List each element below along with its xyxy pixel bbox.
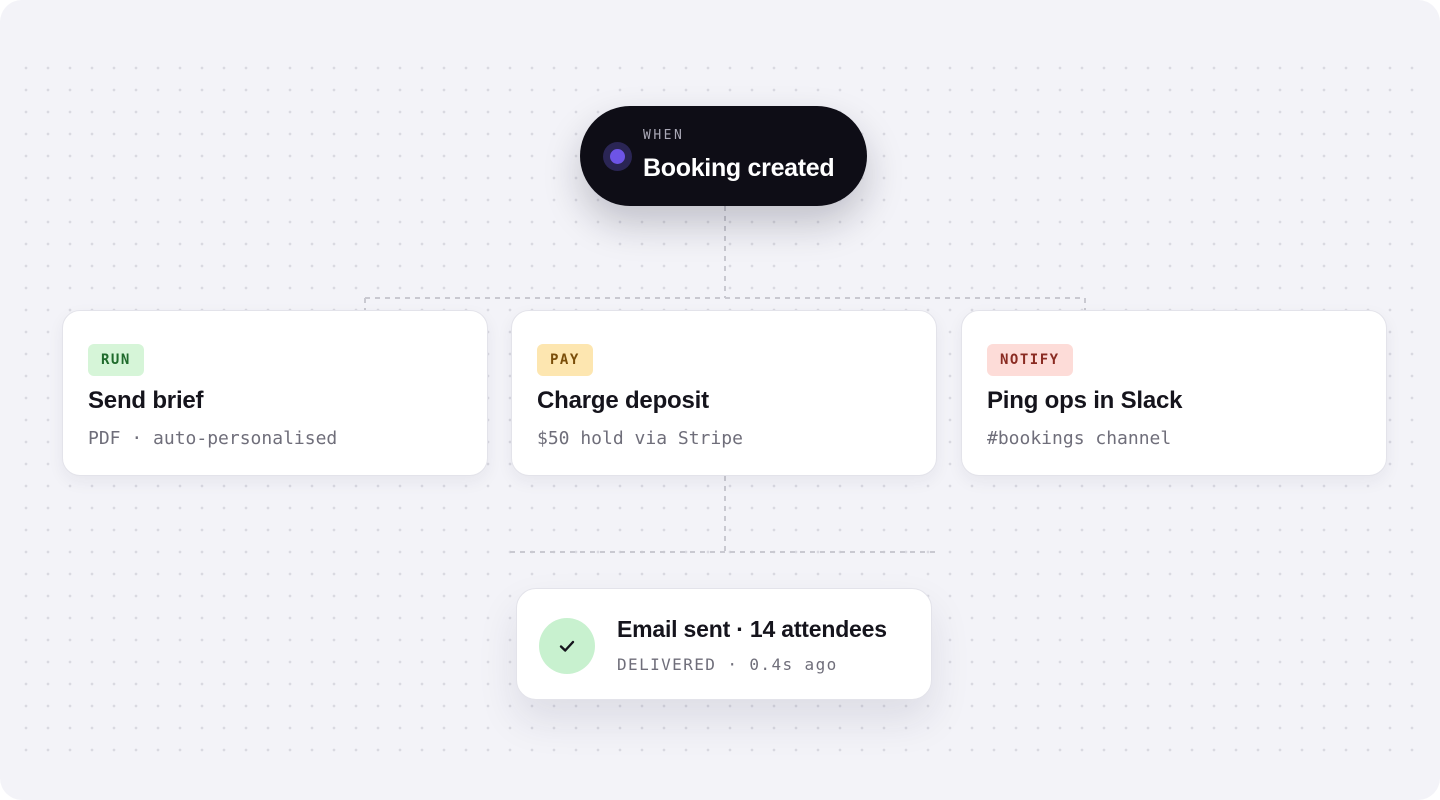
action-title: Ping ops in Slack bbox=[987, 387, 1183, 414]
action-badge: NOTIFY bbox=[987, 344, 1073, 376]
result-title: Email sent · 14 attendees bbox=[617, 616, 887, 642]
action-badge: PAY bbox=[537, 344, 593, 376]
action-card-notify[interactable]: NOTIFY Ping ops in Slack #bookings chann… bbox=[961, 310, 1387, 476]
result-status: DELIVERED · 0.4s ago bbox=[617, 655, 838, 674]
action-title: Charge deposit bbox=[537, 387, 709, 414]
trigger-eyebrow: WHEN bbox=[643, 128, 685, 143]
action-title: Send brief bbox=[88, 387, 204, 414]
action-subtitle: $50 hold via Stripe bbox=[537, 428, 743, 449]
check-icon bbox=[539, 618, 595, 674]
trigger-status-icon bbox=[603, 142, 632, 171]
action-badge: RUN bbox=[88, 344, 144, 376]
action-subtitle: #bookings channel bbox=[987, 428, 1172, 449]
action-card-run[interactable]: RUN Send brief PDF · auto-personalised bbox=[62, 310, 488, 476]
trigger-title: Booking created bbox=[643, 154, 835, 182]
result-card[interactable]: Email sent · 14 attendees DELIVERED · 0.… bbox=[516, 588, 932, 700]
action-card-pay[interactable]: PAY Charge deposit $50 hold via Stripe bbox=[511, 310, 937, 476]
action-subtitle: PDF · auto-personalised bbox=[88, 428, 338, 449]
